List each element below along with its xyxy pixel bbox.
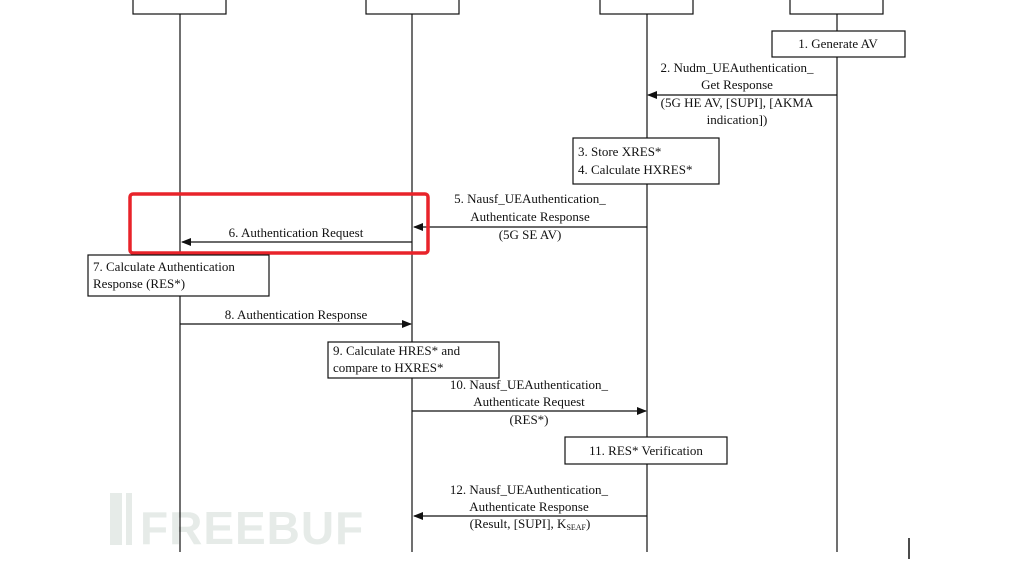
watermark-logo: FREEBUF xyxy=(110,493,364,554)
step-1-label: 1. Generate AV xyxy=(798,36,878,51)
step-10-line-2: Authenticate Request xyxy=(473,394,585,409)
step-5-line-2: Authenticate Response xyxy=(470,209,590,224)
step-3-4-box: 3. Store XRES* 4. Calculate HXRES* xyxy=(572,137,720,185)
step-11-label: 11. RES* Verification xyxy=(589,443,703,458)
step-12-message: 12. Nausf_UEAuthentication_ Authenticate… xyxy=(413,482,647,532)
step-9-line-1: 9. Calculate HRES* and xyxy=(333,343,461,358)
step-12-line-3-sub: SEAF xyxy=(566,523,586,532)
step-8-label: 8. Authentication Response xyxy=(225,307,368,322)
step-2-message: 2. Nudm_UEAuthentication_ Get Response (… xyxy=(647,60,837,127)
step-6-label: 6. Authentication Request xyxy=(229,225,364,240)
step-2-line-2: Get Response xyxy=(701,77,773,92)
step-5-line-1: 5. Nausf_UEAuthentication_ xyxy=(454,191,606,206)
step-8-message: 8. Authentication Response xyxy=(180,307,412,328)
step-2-line-4: indication]) xyxy=(707,112,768,127)
step-6-message: 6. Authentication Request xyxy=(181,225,412,246)
participant-boxes xyxy=(132,0,884,15)
step-7-box: 7. Calculate Authentication Response (RE… xyxy=(87,254,270,297)
step-2-line-1: 2. Nudm_UEAuthentication_ xyxy=(660,60,814,75)
step-12-line-3-close: ) xyxy=(586,516,590,531)
watermark-text: FREEBUF xyxy=(140,502,364,554)
step-12-line-2: Authenticate Response xyxy=(469,499,589,514)
step-9-line-2: compare to HXRES* xyxy=(333,360,443,375)
step-5-message: 5. Nausf_UEAuthentication_ Authenticate … xyxy=(413,191,647,242)
step-10-message: 10. Nausf_UEAuthentication_ Authenticate… xyxy=(412,377,647,427)
step-9-box: 9. Calculate HRES* and compare to HXRES* xyxy=(327,341,500,379)
step-12-line-3-main: (Result, [SUPI], K xyxy=(470,516,567,531)
step-7-line-2: Response (RES*) xyxy=(93,276,185,291)
step-7-line-1: 7. Calculate Authentication xyxy=(93,259,235,274)
step-12-line-3: (Result, [SUPI], KSEAF) xyxy=(470,516,591,532)
step-11-box: 11. RES* Verification xyxy=(564,436,728,465)
step-12-line-1: 12. Nausf_UEAuthentication_ xyxy=(450,482,609,497)
step-10-line-3: (RES*) xyxy=(510,412,549,427)
highlight-box xyxy=(128,192,430,255)
participant-box-seaf xyxy=(365,0,460,15)
step-2-line-3: (5G HE AV, [SUPI], [AKMA xyxy=(661,95,814,110)
participant-box-ue xyxy=(132,0,227,15)
step-4-label: 4. Calculate HXRES* xyxy=(578,162,692,177)
step-5-line-3: (5G SE AV) xyxy=(499,227,562,242)
participant-box-udm xyxy=(789,0,884,15)
step-3-label: 3. Store XRES* xyxy=(578,144,661,159)
step-10-line-1: 10. Nausf_UEAuthentication_ xyxy=(450,377,609,392)
participant-box-ausf xyxy=(599,0,694,15)
step-1-box: 1. Generate AV xyxy=(771,30,906,58)
